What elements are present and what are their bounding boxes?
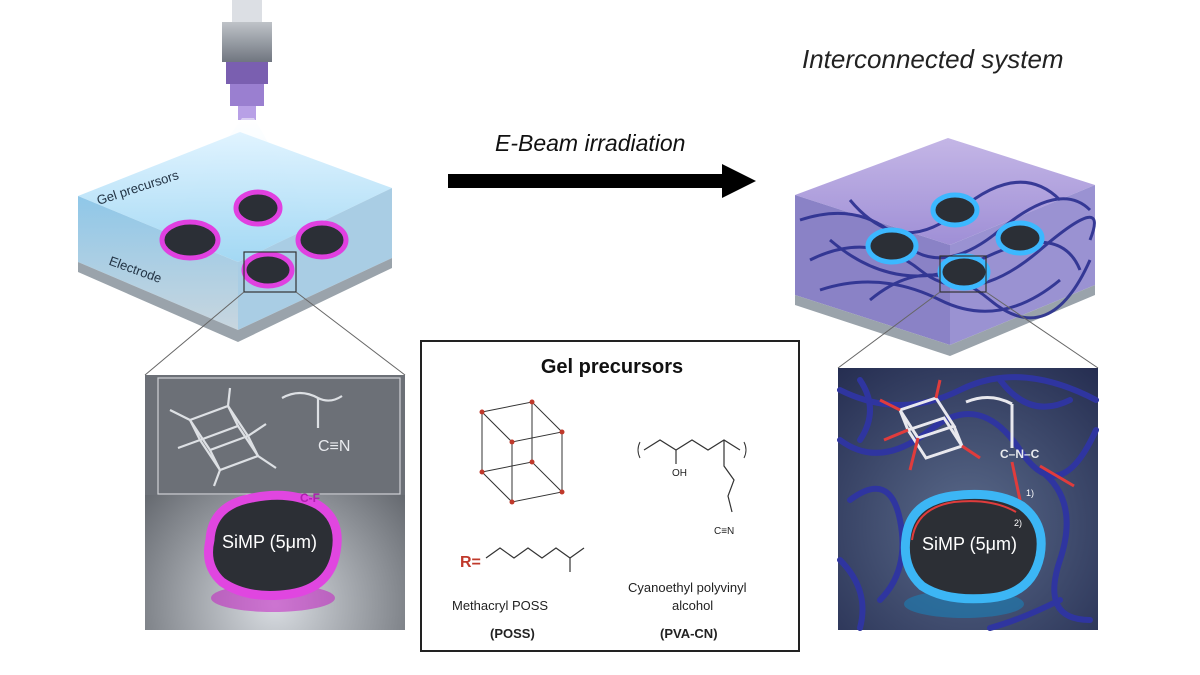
particle: [995, 220, 1045, 256]
right-zoom-panel: [837, 368, 1099, 631]
simp-particle: [204, 490, 342, 600]
poss-cage-sketch: [169, 387, 277, 487]
nitrile-label: C≡N: [318, 438, 351, 455]
simp-particle: [900, 489, 1046, 604]
r-group-prefix: R=: [460, 554, 481, 571]
particle: [930, 192, 980, 228]
particle: [295, 220, 349, 260]
pva-name-line1: Cyanoethyl polyvinyl: [628, 580, 747, 595]
particle: [159, 219, 221, 261]
oh-label: OH: [672, 468, 687, 479]
poss-structure: [479, 399, 565, 505]
poss-abbr: (POSS): [490, 626, 535, 641]
left-zoom-panel: [145, 375, 405, 630]
methacryl-group: [485, 547, 585, 572]
crosslinked-cage: [879, 379, 1075, 501]
particle: [241, 251, 295, 289]
right-gel-slab: [795, 138, 1096, 356]
panel-title: Gel precursors: [540, 356, 684, 378]
zoom-box: [939, 255, 987, 293]
ebeam-gun: [222, 0, 272, 120]
cn-label: C≡N: [714, 526, 735, 537]
bond-1-label: 1): [1026, 488, 1035, 498]
zoom-box: [243, 251, 297, 293]
particle: [865, 227, 919, 265]
poss-name: Methacryl POSS: [452, 598, 549, 613]
pva-chain-sketch: [281, 391, 343, 428]
particle: [937, 253, 991, 291]
pva-name-line2: alcohol: [672, 598, 714, 613]
cf-label: C-F: [300, 491, 320, 505]
gel-precursors-panel: Gel precursors R= OH C≡N Methacryl POSS …: [420, 340, 800, 652]
particle: [233, 189, 283, 227]
fiber-network: [837, 374, 1099, 631]
pva-cn-structure: [637, 439, 747, 513]
chain-label: C–N–C: [1000, 447, 1040, 461]
interconnected-title: Interconnected system: [802, 44, 1064, 74]
arrow-label: E-Beam irradiation: [495, 130, 686, 156]
left-simp-label: SiMP (5μm): [222, 532, 318, 552]
process-arrow: [448, 164, 756, 198]
bond-2-label: 2): [1014, 518, 1023, 528]
pva-abbr: (PVA-CN): [660, 626, 718, 641]
left-gel-slab: [78, 132, 392, 342]
right-simp-label: SiMP (5μm): [922, 534, 1018, 554]
